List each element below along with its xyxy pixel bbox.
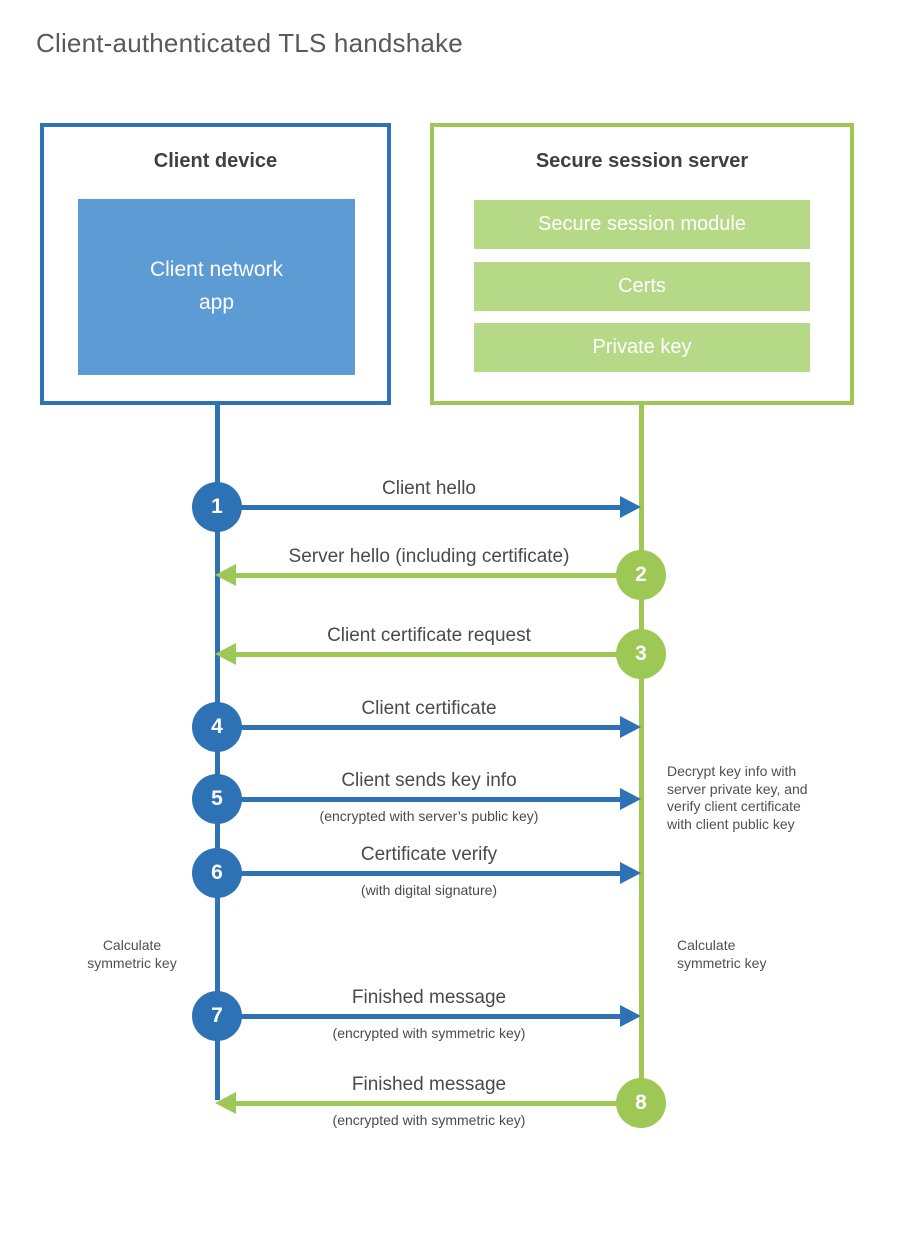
server-box-title: Secure session server bbox=[535, 150, 749, 172]
step-circle: 8 bbox=[616, 1078, 666, 1128]
step-circle: 4 bbox=[192, 702, 242, 752]
server-decrypt-note: Decrypt key info with server private key… bbox=[667, 763, 808, 832]
message-label: Client hello bbox=[382, 478, 476, 499]
message-line bbox=[234, 1101, 641, 1106]
message-line bbox=[217, 1014, 624, 1019]
step-circle: 3 bbox=[616, 629, 666, 679]
message-line bbox=[234, 573, 641, 578]
module-bar-label: Secure session module bbox=[538, 213, 746, 235]
message-label: Client certificate request bbox=[327, 625, 531, 646]
step-number: 3 bbox=[635, 642, 647, 665]
message-label: Finished message bbox=[351, 1074, 507, 1095]
arrowhead-left-icon bbox=[215, 643, 236, 665]
arrowhead-left-icon bbox=[215, 1092, 236, 1114]
message-label: Server hello (including certificate) bbox=[288, 546, 570, 567]
module-bar-private-key: Private key bbox=[474, 323, 810, 372]
message-line bbox=[217, 871, 624, 876]
message-label: Client certificate bbox=[361, 698, 497, 719]
arrowhead-right-icon bbox=[620, 496, 641, 518]
calc-symmetric-key-left-note: Calculate symmetric key bbox=[87, 937, 177, 971]
message-line bbox=[217, 505, 624, 510]
step-number: 8 bbox=[635, 1091, 647, 1114]
step-circle: 1 bbox=[192, 482, 242, 532]
step-circle: 6 bbox=[192, 848, 242, 898]
calc-symmetric-key-right-note: Calculate symmetric key bbox=[677, 937, 767, 971]
step-circle: 7 bbox=[192, 991, 242, 1041]
module-bar-secure-session: Secure session module bbox=[474, 200, 810, 249]
message-sublabel: (encrypted with symmetric key) bbox=[332, 1112, 526, 1128]
message-line bbox=[217, 725, 624, 730]
message-sublabel: (encrypted with symmetric key) bbox=[332, 1025, 526, 1041]
step-number: 4 bbox=[211, 715, 223, 738]
client-network-app-box: Client network app bbox=[78, 199, 355, 375]
message-label: Certificate verify bbox=[360, 844, 498, 865]
message-sublabel: (encrypted with server’s public key) bbox=[319, 808, 539, 824]
step-circle: 2 bbox=[616, 550, 666, 600]
message-sublabel: (with digital signature) bbox=[360, 882, 498, 898]
message-line bbox=[234, 652, 641, 657]
message-label: Client sends key info bbox=[341, 770, 517, 791]
module-bar-label: Certs bbox=[618, 275, 666, 297]
arrowhead-right-icon bbox=[620, 716, 641, 738]
module-bar-certs: Certs bbox=[474, 262, 810, 311]
step-number: 7 bbox=[211, 1004, 223, 1027]
page-title: Client-authenticated TLS handshake bbox=[36, 28, 463, 58]
client-network-app-label: Client network app bbox=[149, 258, 284, 314]
step-circle: 5 bbox=[192, 774, 242, 824]
step-number: 2 bbox=[635, 563, 647, 586]
arrowhead-right-icon bbox=[620, 1005, 641, 1027]
client-lifeline bbox=[215, 405, 220, 1100]
message-label: Finished message bbox=[351, 987, 507, 1008]
client-device-title: Client device bbox=[153, 150, 278, 172]
arrowhead-left-icon bbox=[215, 564, 236, 586]
step-number: 6 bbox=[211, 861, 223, 884]
arrowhead-right-icon bbox=[620, 862, 641, 884]
step-number: 5 bbox=[211, 787, 223, 810]
arrowhead-right-icon bbox=[620, 788, 641, 810]
step-number: 1 bbox=[211, 495, 223, 518]
module-bar-label: Private key bbox=[592, 336, 692, 358]
server-lifeline bbox=[639, 405, 644, 1083]
message-line bbox=[217, 797, 624, 802]
